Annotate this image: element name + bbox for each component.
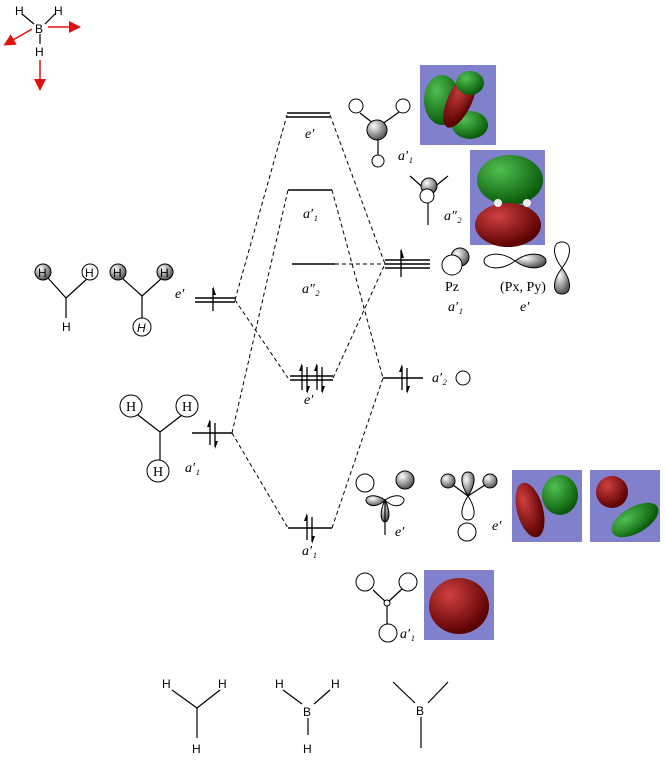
svg-text:H: H: [275, 677, 284, 691]
svg-text:H: H: [303, 742, 312, 756]
svg-text:H: H: [137, 321, 146, 335]
mo-e-bonding: e′: [290, 363, 333, 408]
svg-text:a″₂: a″₂: [444, 209, 462, 224]
atom-h: H: [35, 45, 44, 59]
svg-text:H: H: [126, 400, 136, 415]
svg-text:H: H: [160, 266, 169, 280]
orbital-render-e-1: [512, 470, 582, 542]
h3-e-orbital-sketch-1: H H H: [34, 263, 99, 334]
mo-e-top: e′: [287, 112, 330, 142]
displacement-arrow: [3, 28, 33, 46]
atom-h: H: [54, 4, 63, 18]
svg-text:a′₁: a′₁: [398, 149, 413, 164]
h3-a1-level: a′₁: [185, 419, 232, 476]
svg-text:a′₁: a′₁: [185, 461, 200, 476]
svg-text:a′₁: a′₁: [302, 544, 317, 559]
orbital-render-a1-antibonding: [420, 65, 496, 145]
svg-text:H: H: [85, 266, 94, 280]
svg-text:B: B: [303, 705, 311, 719]
mo-a2-double-prime: a″₂: [292, 263, 335, 297]
e-sketch-2: e′: [440, 471, 502, 542]
svg-text:e′: e′: [304, 393, 314, 408]
e-sketch-1: e′: [355, 470, 415, 540]
a1-bonding-sketch: a′₁: [355, 572, 418, 643]
svg-text:H: H: [192, 742, 201, 756]
svg-text:a″₂: a″₂: [302, 282, 320, 297]
svg-text:H: H: [182, 400, 192, 415]
svg-text:(Px, Py): (Px, Py): [500, 280, 546, 295]
h3-e-level: e′: [175, 286, 235, 311]
b-frame-structure: B: [392, 681, 449, 748]
mo-a1-antibonding: a′₁: [288, 189, 332, 222]
h3-e-orbital-sketch-2: H H H: [109, 263, 174, 337]
s-orbital-icon: [455, 370, 471, 386]
orbital-render-a2-double-prime: [470, 150, 545, 247]
b-s-level: a′₂: [383, 364, 471, 394]
bh3-vibration-sketch: H H B H: [3, 4, 81, 91]
h3-a1-orbital-sketch: H H H: [119, 394, 199, 483]
svg-text:H: H: [38, 266, 47, 280]
svg-text:e′: e′: [492, 519, 502, 534]
atom-h: H: [15, 4, 24, 18]
svg-text:H: H: [218, 677, 227, 691]
svg-text:H: H: [331, 677, 340, 691]
atom-b: B: [35, 22, 43, 36]
svg-text:Pz: Pz: [445, 280, 459, 295]
svg-text:H: H: [62, 320, 71, 334]
bh3-structure: H H B H: [275, 677, 340, 756]
svg-text:e′: e′: [305, 127, 315, 142]
a1-antibonding-sketch: a′₁: [348, 98, 413, 168]
svg-text:B: B: [416, 704, 424, 718]
orbital-render-a1-bonding: [424, 570, 494, 640]
svg-text:e′: e′: [520, 300, 530, 315]
svg-text:a′₁: a′₁: [400, 627, 415, 642]
svg-text:a′₁: a′₁: [303, 207, 318, 222]
b-p-orbitals: Pz a′₁ (Px, Py) e′: [441, 241, 570, 315]
orbital-render-e-2: [590, 470, 660, 542]
svg-text:H: H: [162, 677, 171, 691]
svg-text:e′: e′: [175, 287, 185, 302]
svg-text:a′₂: a′₂: [432, 371, 447, 386]
a2-double-prime-sketch: a″₂: [409, 175, 462, 225]
correlation-lines: [231, 114, 386, 529]
svg-text:a′₁: a′₁: [448, 300, 463, 315]
h3-structure: H H H: [162, 677, 227, 756]
svg-text:e′: e′: [395, 525, 405, 540]
svg-text:H: H: [113, 266, 122, 280]
svg-text:H: H: [153, 465, 163, 480]
b-p-level: [385, 248, 430, 277]
mo-a1-bonding: a′₁: [288, 513, 332, 559]
